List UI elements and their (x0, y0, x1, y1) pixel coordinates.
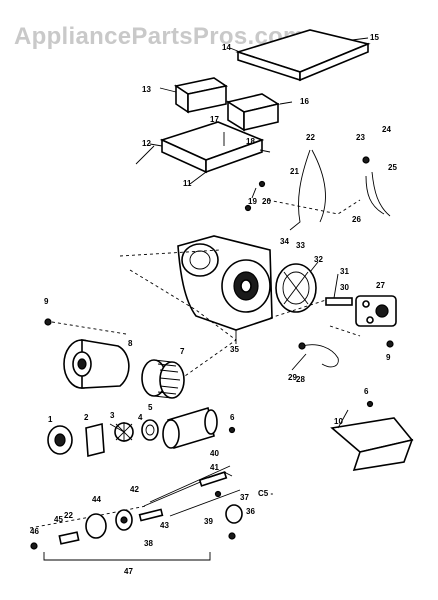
part-label: 22 (306, 133, 315, 142)
part-label: 6 (364, 387, 369, 396)
footer-note: C5 - (258, 489, 273, 498)
part-label: 29 (288, 373, 297, 382)
part-label: 18 (246, 137, 255, 146)
part-label: 31 (340, 267, 349, 276)
part-label: 21 (290, 167, 299, 176)
part-label: 27 (376, 281, 385, 290)
part-label: 36 (246, 507, 255, 516)
blower-housing (177, 235, 273, 331)
bracket-part (159, 121, 265, 174)
part-label: 8 (128, 339, 133, 348)
part-label: 19 (248, 197, 257, 206)
part-label: 38 (144, 539, 153, 548)
part-label: 41 (210, 463, 219, 472)
part-label: 46 (30, 527, 39, 536)
washer-part (141, 419, 159, 441)
part-label: 44 (92, 495, 101, 504)
watermark-text: AppliancePartsPros.com (14, 23, 305, 50)
part-label: 9 (44, 297, 49, 306)
part-label: 43 (160, 521, 169, 530)
part-label: 37 (240, 493, 249, 502)
part-label: 4 (138, 413, 143, 422)
part-label: 7 (180, 347, 185, 356)
part-label: 2 (84, 413, 89, 422)
part-label: 13 (142, 85, 151, 94)
part-label: 22 (64, 511, 73, 520)
part-label: 9 (386, 353, 391, 362)
mounting-flange-part (330, 417, 414, 471)
part-label: 16 (300, 97, 309, 106)
part-label: 34 (280, 237, 289, 246)
relay-part (225, 93, 281, 132)
part-label: 26 (352, 215, 361, 224)
part-label: 20 (262, 197, 271, 206)
part-label: 28 (296, 375, 305, 384)
part-label: 25 (388, 163, 397, 172)
part-label: 32 (314, 255, 323, 264)
part-label: 17 (210, 115, 219, 124)
blower-wheel-part (141, 359, 185, 399)
part-label: 3 (110, 411, 115, 420)
part-label: 12 (142, 139, 151, 148)
part-label: 24 (382, 125, 391, 134)
fuel-pump-part (355, 295, 397, 327)
part-label: 42 (130, 485, 139, 494)
transformer-part (173, 77, 229, 114)
motor-part (63, 339, 130, 389)
part-label: 39 (204, 517, 213, 526)
air-tube-part (162, 406, 218, 450)
air-band-part (275, 263, 317, 313)
part-label: 5 (148, 403, 153, 412)
part-label: 35 (230, 345, 239, 354)
part-label: 10 (334, 417, 343, 426)
part-label: 15 (370, 33, 379, 42)
static-plate-part (85, 422, 105, 458)
cone-part (47, 425, 73, 455)
part-label: 23 (356, 133, 365, 142)
part-label: 1 (48, 415, 53, 424)
part-label: 6 (230, 413, 235, 422)
part-label: 45 (54, 515, 63, 524)
part-label: 14 (222, 43, 231, 52)
part-label: 40 (210, 449, 219, 458)
cover-part (235, 29, 371, 82)
part-label: 30 (340, 283, 349, 292)
part-label: 47 (124, 567, 133, 576)
part-label: 11 (183, 179, 192, 188)
part-label: 33 (296, 241, 305, 250)
